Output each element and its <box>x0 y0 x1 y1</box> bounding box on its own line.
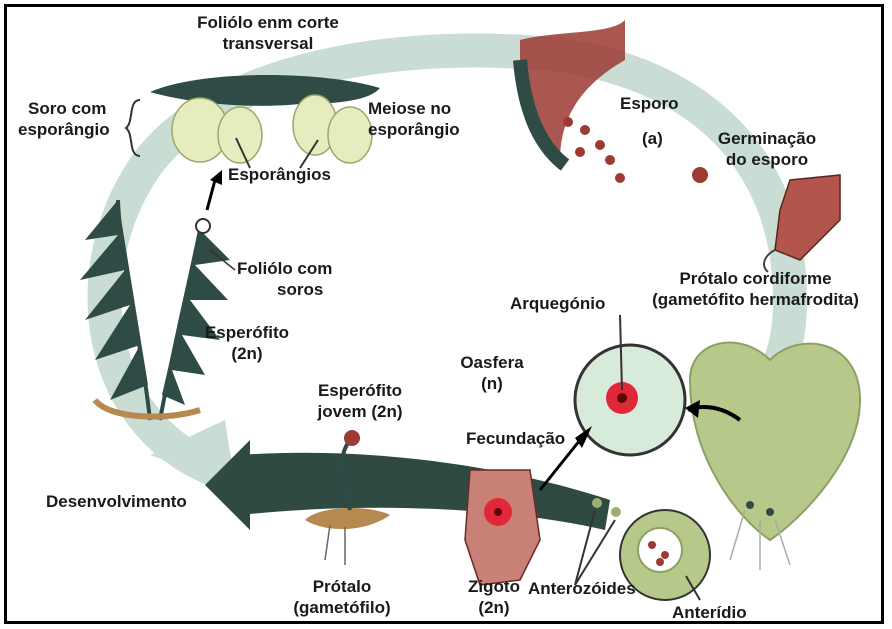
label-zigoto-line2: (2n) <box>454 597 534 618</box>
label-esporangios: Esporângios <box>228 164 331 185</box>
label-meiose: Meiose no esporângio <box>368 98 460 140</box>
heart-shaped-prothallus <box>690 343 860 570</box>
label-foliolo-corte-line1: Foliólo enm corte <box>168 12 368 33</box>
label-oasfera-line2: (n) <box>447 373 537 394</box>
label-protalo: Prótalo (gametófilo) <box>272 576 412 618</box>
label-esperofito: Esperófito (2n) <box>197 322 297 364</box>
leaflet-cross-section <box>150 75 380 168</box>
label-oasfera-line1: Oasfera <box>447 352 537 373</box>
label-protalo-cordiforme-line2: (gametófito hermafrodita) <box>628 289 883 310</box>
label-germinacao: Germinação do esporo <box>702 128 832 170</box>
anterozoid-2 <box>611 507 621 517</box>
label-foliolo-corte-line2: transversal <box>168 33 368 54</box>
label-protalo-cordiforme: Prótalo cordiforme (gametófito hermafrod… <box>628 268 883 310</box>
label-esperofito-jovem-line2: jovem (2n) <box>300 401 420 422</box>
label-esperofito-jovem: Esperófito jovem (2n) <box>300 380 420 422</box>
label-soro: Soro com esporângio <box>18 98 110 140</box>
sorus-bracket <box>126 100 140 156</box>
anterozoid-1 <box>592 498 602 508</box>
label-germinacao-line2: do esporo <box>702 149 832 170</box>
label-esperofito-line2: (2n) <box>197 343 297 364</box>
label-protalo-line1: Prótalo <box>272 576 412 597</box>
label-meiose-line1: Meiose no <box>368 98 460 119</box>
label-esporo-tag: (a) <box>642 128 663 149</box>
label-zigoto-line1: Zigoto <box>454 576 534 597</box>
label-meiose-line2: esporângio <box>368 119 460 140</box>
label-soro-line2: esporângio <box>18 119 110 140</box>
label-foliolo-corte: Foliólo enm corte transversal <box>168 12 368 54</box>
label-soro-line1: Soro com <box>18 98 110 119</box>
label-protalo-line2: (gametófilo) <box>272 597 412 618</box>
label-esperofito-line1: Esperófito <box>197 322 297 343</box>
label-arquegonio: Arquegónio <box>510 293 605 314</box>
label-esporo: Esporo <box>620 93 679 114</box>
label-protalo-cordiforme-line1: Prótalo cordiforme <box>628 268 883 289</box>
label-anteridio: Anterídio <box>672 602 747 623</box>
label-foliolo-soros: Foliólo com soros <box>237 258 332 300</box>
label-desenvolvimento: Desenvolvimento <box>46 491 187 512</box>
label-foliolo-soros-line2: soros <box>237 279 332 300</box>
label-fecundacao: Fecundação <box>466 428 565 449</box>
anterozoid-pointer-2 <box>575 520 615 585</box>
label-zigoto: Zigoto (2n) <box>454 576 534 618</box>
label-anterozoides: Anterozóides <box>528 578 636 599</box>
label-esperofito-jovem-line1: Esperófito <box>300 380 420 401</box>
label-germinacao-line1: Germinação <box>702 128 832 149</box>
label-foliolo-soros-line1: Foliólo com <box>237 258 332 279</box>
label-oasfera: Oasfera (n) <box>447 352 537 394</box>
development-arrow <box>205 440 610 530</box>
